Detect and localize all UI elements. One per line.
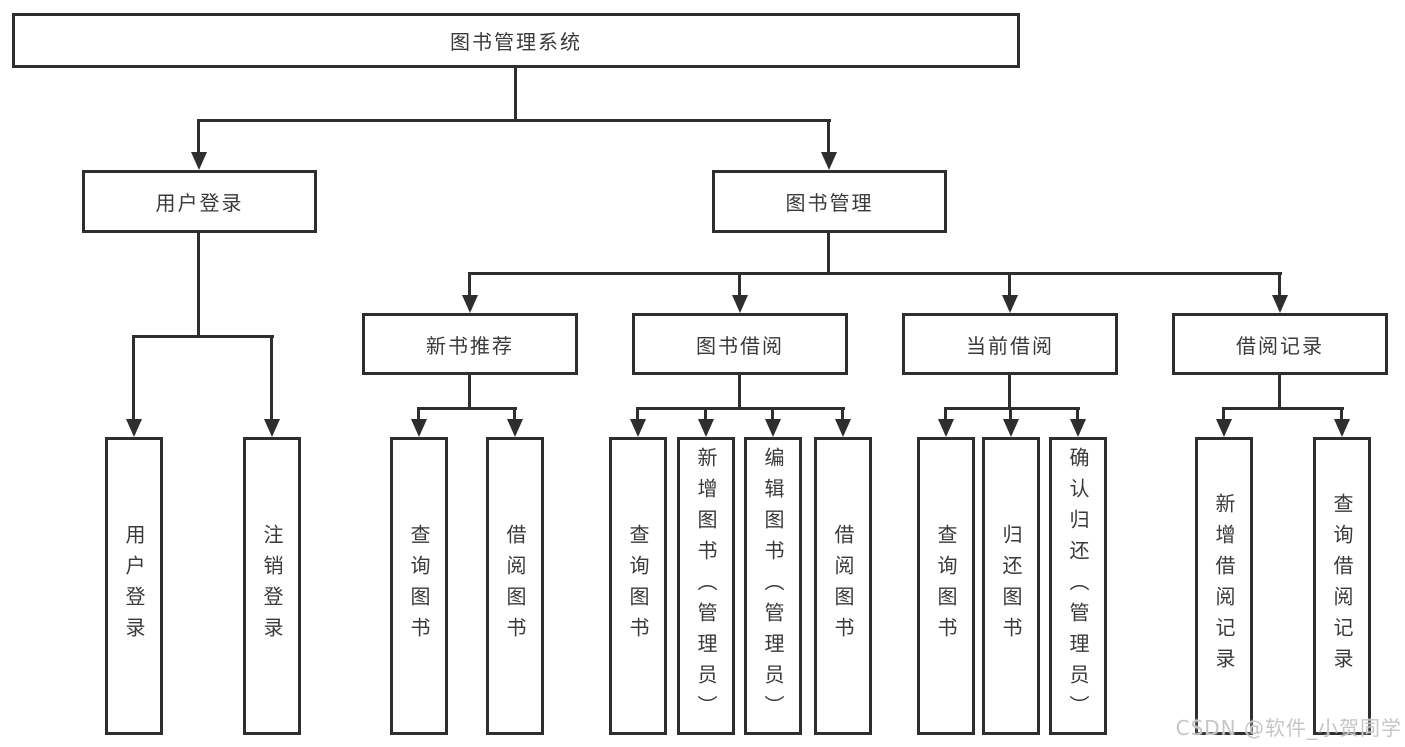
arrowhead	[835, 419, 851, 437]
connector	[417, 407, 517, 410]
node-add-book-admin: 新增图书（管理员）	[677, 437, 735, 735]
connector	[944, 407, 947, 421]
connector	[197, 233, 200, 335]
connector	[1222, 407, 1225, 421]
connector	[1340, 407, 1343, 421]
connector	[944, 407, 1080, 410]
connector	[197, 119, 831, 122]
arrowhead	[191, 152, 207, 170]
connector	[1008, 375, 1011, 409]
node-user-login-leaf: 用户登录	[105, 437, 163, 735]
node-borrow-records: 借阅记录	[1172, 313, 1388, 375]
connector	[468, 375, 471, 409]
connector	[468, 272, 1282, 275]
node-query-books-current: 查询图书	[917, 437, 975, 735]
node-borrow-books-recommend: 借阅图书	[486, 437, 544, 735]
arrowhead	[938, 419, 954, 437]
connector	[514, 68, 517, 119]
arrowhead	[821, 152, 837, 170]
connector	[704, 407, 707, 421]
connector	[738, 375, 741, 409]
node-return-book: 归还图书	[982, 437, 1040, 735]
connector	[827, 119, 830, 154]
node-query-books-recommend: 查询图书	[390, 437, 448, 735]
arrowhead	[264, 419, 280, 437]
arrowhead	[630, 419, 646, 437]
node-book-borrow: 图书借阅	[632, 313, 848, 375]
arrowhead	[1003, 419, 1019, 437]
node-query-borrow-record: 查询借阅记录	[1313, 437, 1371, 735]
node-edit-book-admin: 编辑图书（管理员）	[744, 437, 802, 735]
arrowhead	[126, 419, 142, 437]
connector	[738, 272, 741, 297]
arrowhead	[1070, 419, 1086, 437]
connector	[132, 335, 135, 421]
node-add-borrow-record: 新增借阅记录	[1195, 437, 1253, 735]
arrowhead	[1272, 295, 1288, 313]
arrowhead	[1334, 419, 1350, 437]
node-book-management: 图书管理	[712, 170, 947, 233]
connector	[1222, 407, 1344, 410]
arrowhead	[698, 419, 714, 437]
connector	[1278, 272, 1281, 297]
connector	[513, 407, 516, 421]
node-new-book-recommend: 新书推荐	[362, 313, 578, 375]
arrowhead	[765, 419, 781, 437]
connector	[1008, 272, 1011, 297]
arrowhead	[732, 295, 748, 313]
connector	[1009, 407, 1012, 421]
connector	[417, 407, 420, 421]
connector	[1076, 407, 1079, 421]
node-logout-leaf: 注销登录	[243, 437, 301, 735]
arrowhead	[1002, 295, 1018, 313]
connector	[132, 335, 274, 338]
connector	[771, 407, 774, 421]
node-user-login: 用户登录	[82, 170, 317, 233]
connector	[636, 407, 845, 410]
arrowhead	[1216, 419, 1232, 437]
arrowhead	[462, 295, 478, 313]
connector	[197, 119, 200, 154]
connector	[1278, 375, 1281, 409]
arrowhead	[411, 419, 427, 437]
connector	[841, 407, 844, 421]
csdn-watermark: CSDN @软件_小贺同学	[1175, 716, 1402, 740]
connector	[468, 272, 471, 297]
node-query-books-borrow: 查询图书	[609, 437, 667, 735]
node-confirm-return-admin: 确认归还（管理员）	[1049, 437, 1107, 735]
arrowhead	[507, 419, 523, 437]
node-root: 图书管理系统	[12, 13, 1020, 68]
connector	[270, 335, 273, 421]
node-borrow-books-leaf: 借阅图书	[814, 437, 872, 735]
connector	[636, 407, 639, 421]
connector	[827, 233, 830, 275]
node-current-borrow: 当前借阅	[902, 313, 1118, 375]
